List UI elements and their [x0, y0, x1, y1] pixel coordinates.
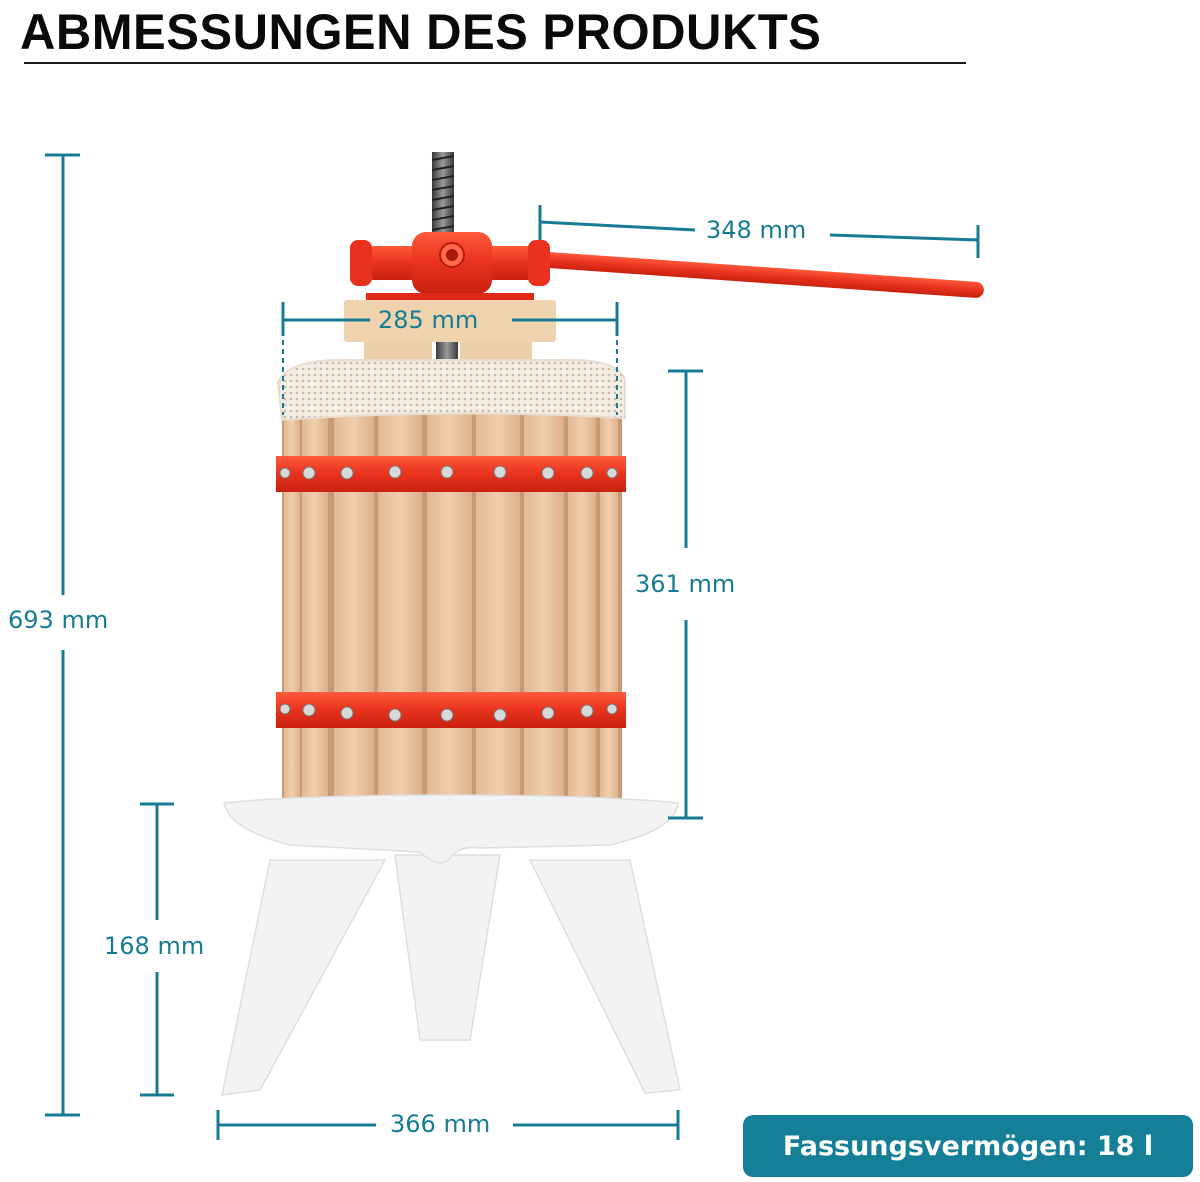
dimension-label-total-height: 693 mm — [8, 606, 109, 634]
wooden-barrel — [282, 378, 622, 840]
dimension-label-base-width: 366 mm — [390, 1110, 491, 1138]
capacity-badge: Fassungsvermögen: 18 l — [743, 1115, 1193, 1177]
press-bag-mesh — [276, 358, 626, 422]
dimension-lines — [45, 153, 980, 1140]
red-handle — [350, 232, 984, 300]
dimension-label-handle-length: 348 mm — [706, 216, 807, 244]
title-underline — [24, 62, 966, 64]
dashed-guides — [282, 340, 618, 415]
dimension-label-stand-height: 168 mm — [104, 932, 205, 960]
red-band-top — [276, 456, 626, 492]
red-band-bottom — [276, 692, 626, 728]
page-title: ABMESSUNGEN DES PRODUKTS — [20, 4, 822, 60]
dimension-label-top-width: 285 mm — [378, 306, 479, 334]
white-stand — [221, 794, 681, 1096]
dimension-label-barrel-height: 361 mm — [635, 570, 736, 598]
